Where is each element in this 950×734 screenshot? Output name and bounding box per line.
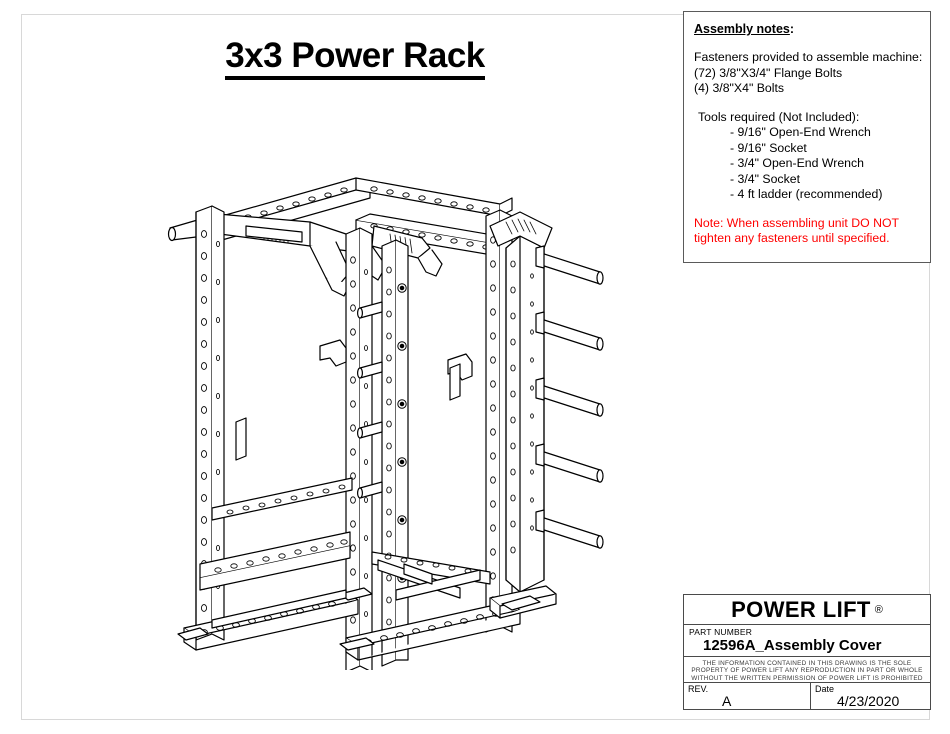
fastener-line: (4) 3/8"X4" Bolts bbox=[694, 81, 785, 95]
tools-required-heading: Tools required (Not Included): bbox=[698, 109, 860, 124]
base-connector-rear bbox=[211, 589, 347, 629]
title-block: POWER LIFT ® PART NUMBER 12596A_Assembly… bbox=[683, 594, 931, 710]
assembly-notes-heading-colon: : bbox=[789, 22, 795, 36]
weight-horn bbox=[535, 377, 604, 417]
assembly-notes-heading-text: Assembly notes bbox=[694, 22, 790, 36]
j-hook bbox=[319, 339, 347, 367]
legal-notice: THE INFORMATION CONTAINED IN THIS DRAWIN… bbox=[684, 657, 930, 683]
assembly-notes-heading: Assembly notes: bbox=[694, 22, 930, 36]
legal-notice-line: PROPERTY OF POWER LIFT ANY REPRODUCTION … bbox=[691, 667, 923, 675]
part-number-label: PART NUMBER bbox=[689, 627, 753, 637]
date-field: Date 4/23/2020 bbox=[811, 683, 930, 709]
base-cross-brace bbox=[377, 559, 481, 601]
cross-member-mid-left bbox=[211, 477, 353, 521]
fastener-line: (72) 3/8"X3/4" Flange Bolts bbox=[694, 65, 843, 80]
cross-member-lower-left bbox=[199, 531, 351, 591]
tool-item: - 4 ft ladder (recommended) bbox=[730, 187, 883, 201]
tool-item: - 3/4" Open-End Wrench bbox=[730, 156, 865, 170]
brand-logo: POWER LIFT ® bbox=[684, 595, 930, 625]
tool-item: - 9/16" Open-End Wrench bbox=[730, 125, 871, 139]
part-number-value: 12596A_Assembly Cover bbox=[703, 637, 882, 654]
assembly-notes-box: Assembly notes: Fasteners provided to as… bbox=[683, 11, 931, 263]
weight-horn bbox=[535, 509, 604, 549]
safety-bracket bbox=[449, 363, 461, 401]
tool-item: - 3/4" Socket bbox=[730, 171, 800, 186]
fasteners-intro: Fasteners provided to assemble machine: bbox=[694, 50, 923, 64]
weight-horn bbox=[535, 245, 604, 285]
page-title-text: 3x3 Power Rack bbox=[225, 36, 485, 80]
weight-horn bbox=[535, 311, 604, 351]
legal-notice-line: THE INFORMATION CONTAINED IN THIS DRAWIN… bbox=[702, 660, 912, 667]
date-value: 4/23/2020 bbox=[837, 693, 900, 709]
upright-rear-left bbox=[195, 205, 225, 641]
base-foot bbox=[177, 627, 209, 641]
part-number-field: PART NUMBER 12596A_Assembly Cover bbox=[684, 625, 930, 657]
upright-front-left bbox=[345, 227, 373, 670]
step-rungs bbox=[357, 301, 383, 499]
revision-label: REV. bbox=[688, 684, 709, 694]
revision-date-row: REV. A Date 4/23/2020 bbox=[684, 683, 930, 709]
notes-spacer bbox=[694, 97, 930, 110]
page-title: 3x3 Power Rack bbox=[120, 36, 590, 80]
assembly-warning-line: tighten any fasteners until specified. bbox=[694, 231, 890, 245]
power-rack-illustration bbox=[160, 160, 610, 670]
base-foot bbox=[501, 595, 541, 611]
top-beam-rear-right bbox=[355, 177, 513, 217]
assembly-warning-line: Note: When assembling unit DO NOT bbox=[694, 215, 900, 230]
upright-center-inner bbox=[381, 239, 409, 667]
weight-horn bbox=[535, 443, 604, 483]
brand-name: POWER LIFT bbox=[731, 596, 871, 622]
tool-item: - 9/16" Socket bbox=[730, 140, 807, 155]
legal-notice-line: WITHOUT THE WRITTEN PERMISSION OF POWER … bbox=[691, 674, 923, 682]
notes-spacer bbox=[694, 203, 930, 216]
safety-bracket bbox=[235, 417, 247, 461]
revision-value: A bbox=[722, 693, 732, 709]
base-foot bbox=[339, 637, 375, 651]
registered-trademark-icon: ® bbox=[874, 603, 883, 616]
revision-field: REV. A bbox=[684, 683, 811, 709]
date-label: Date bbox=[815, 684, 835, 694]
